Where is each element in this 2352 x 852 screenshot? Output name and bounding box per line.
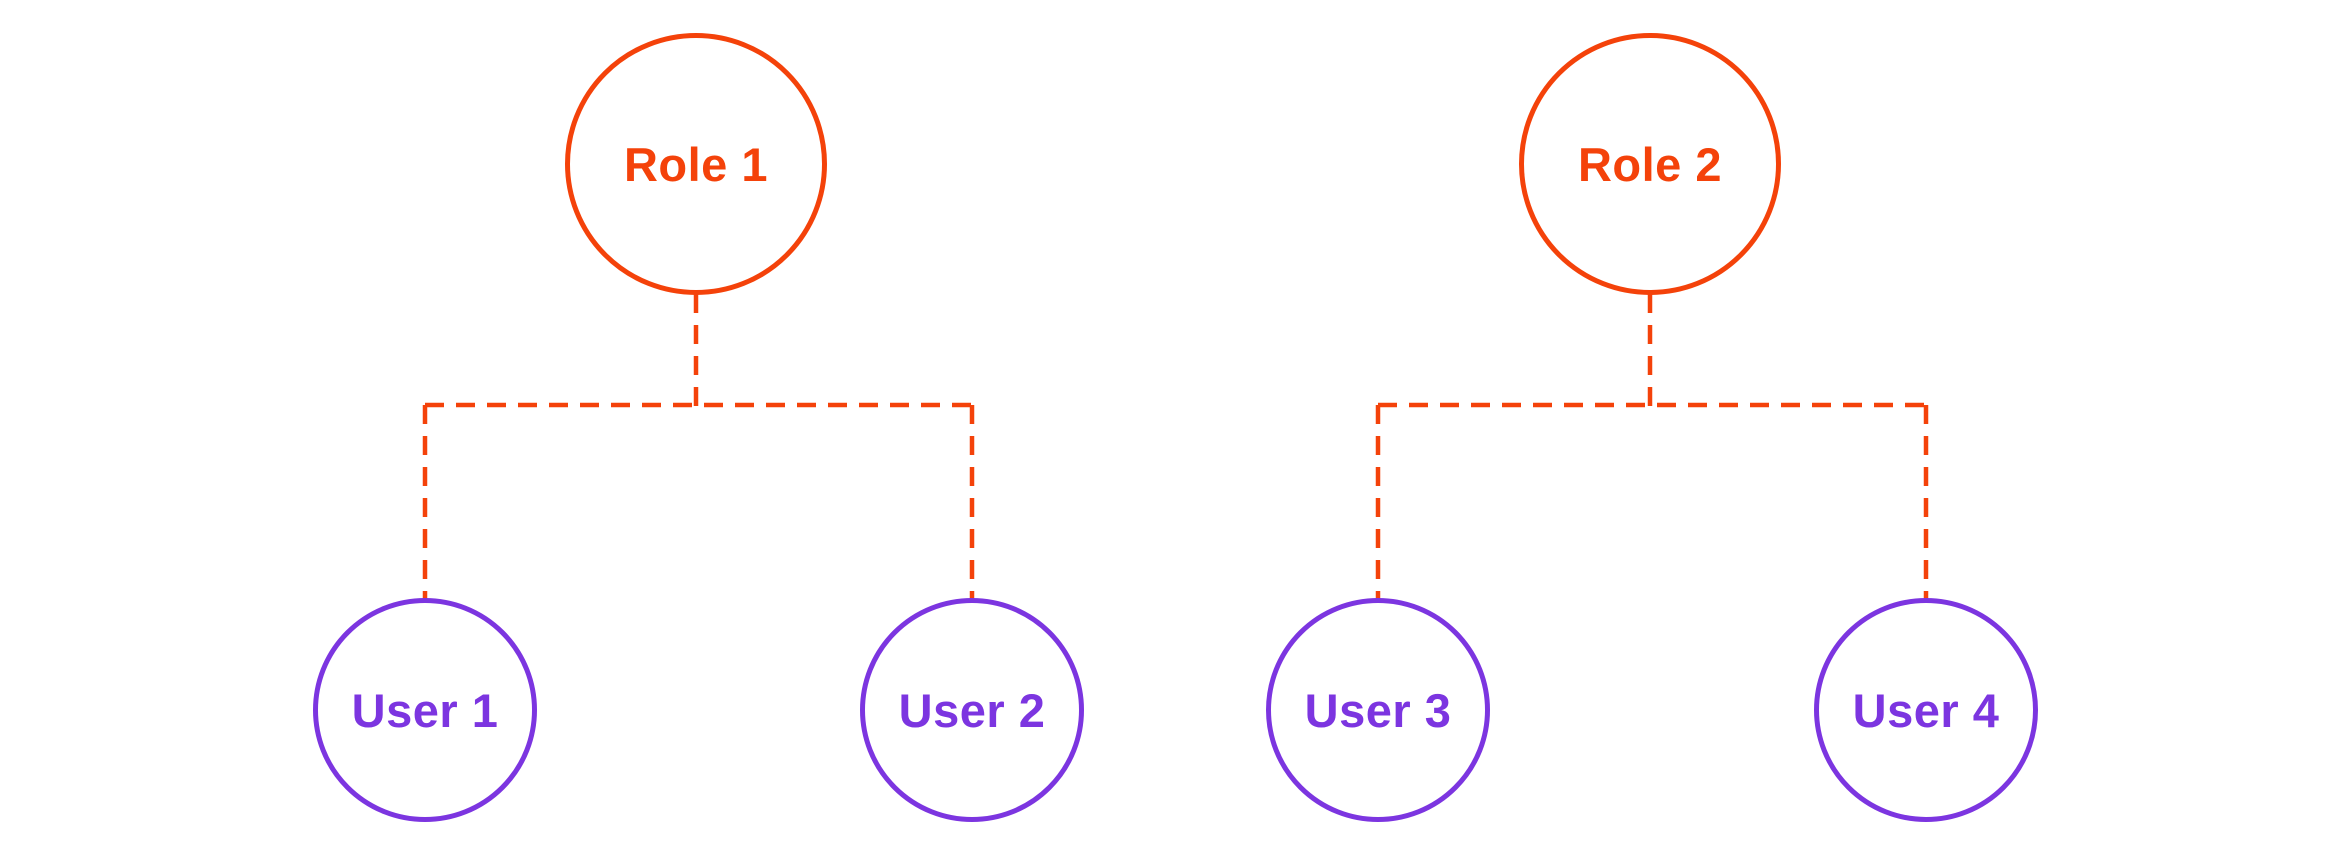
role-1-label: Role 1: [623, 137, 769, 191]
user-4-node: User 4: [1814, 598, 2038, 822]
user-3-label: User 3: [1304, 683, 1452, 737]
role-2-node: Role 2: [1519, 33, 1781, 295]
user-1-label: User 1: [351, 683, 499, 737]
user-4-label: User 4: [1852, 683, 2000, 737]
user-2-label: User 2: [898, 683, 1046, 737]
role-2-label: Role 2: [1577, 137, 1723, 191]
user-3-node: User 3: [1266, 598, 1490, 822]
role-1-node: Role 1: [565, 33, 827, 295]
user-2-node: User 2: [860, 598, 1084, 822]
user-1-node: User 1: [313, 598, 537, 822]
